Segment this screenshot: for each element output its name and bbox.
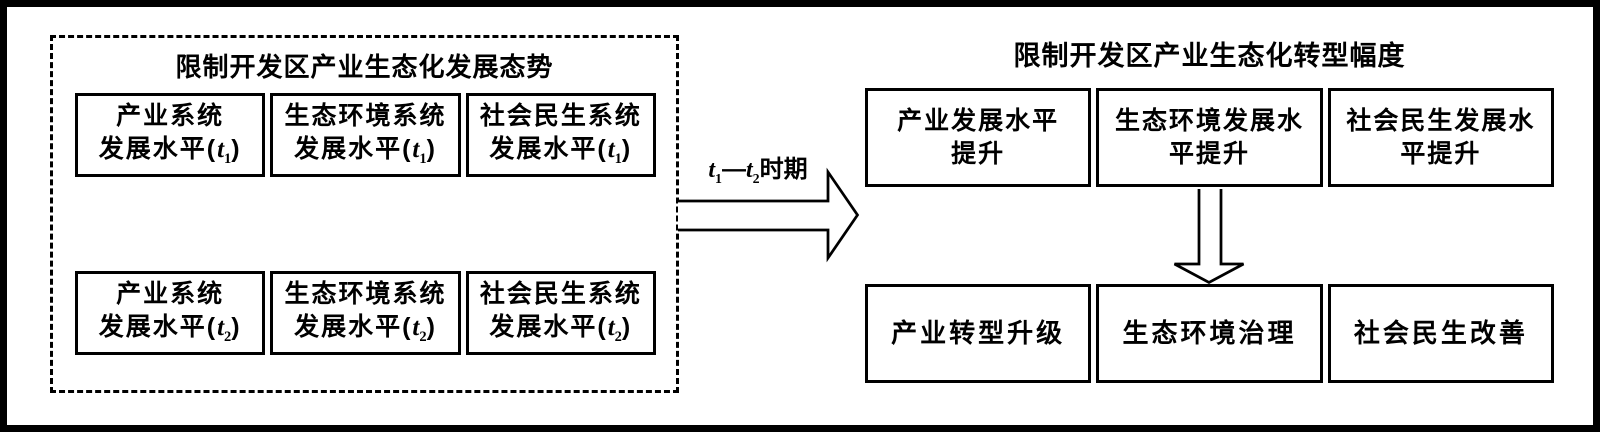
line2-text: 发展水平(: [489, 313, 608, 342]
cell-label: 产业转型升级: [891, 318, 1066, 349]
cell-line2: 发展水平(t1): [294, 133, 437, 169]
cell-line1: 生态环境发展水: [1114, 106, 1304, 135]
cell-line1: 社会民生系统: [479, 280, 642, 309]
cell-industry-level-up: 产业发展水平 提升: [865, 88, 1092, 187]
cell-line2: 发展水平(t1): [489, 133, 632, 169]
cell-line1: 生态环境系统: [284, 280, 447, 309]
cell-social-livelihood-system-t1: 社会民生系统 发展水平(t1): [465, 93, 656, 177]
left-row-t2: 产业系统 发展水平(t2) 生态环境系统 发展水平(t2) 社会民生系统 发展水…: [75, 271, 656, 355]
cell-line1: 产业发展水平: [897, 106, 1060, 135]
line2-text: 发展水平(: [489, 135, 608, 164]
line2-close: ): [621, 135, 633, 164]
line2-close: ): [231, 313, 242, 342]
t-variable: t: [412, 314, 420, 342]
left-row-t1: 产业系统 发展水平(t1) 生态环境系统 发展水平(t1) 社会民生系统 发展水…: [75, 93, 656, 177]
line2-close: ): [426, 135, 437, 164]
cell-line1: 产业系统: [116, 280, 225, 309]
cell-industry-transformation: 产业转型升级: [865, 284, 1092, 383]
cell-line2: 平提升: [1168, 139, 1250, 168]
cell-line1: 社会民生系统: [479, 102, 642, 131]
cell-line2: 发展水平(t2): [489, 311, 632, 347]
cell-eco-environment-level-up: 生态环境发展水 平提升: [1096, 88, 1323, 187]
right-row-outcomes: 产业转型升级 生态环境治理 社会民生改善: [865, 284, 1554, 383]
t-subscript: 2: [614, 329, 622, 346]
t-subscript: 1: [224, 151, 232, 168]
cell-line2: 提升: [951, 139, 1006, 168]
cell-line2: 发展水平(t2): [99, 311, 242, 347]
period-label: t1—t2时期: [678, 156, 838, 187]
cell-line1: 社会民生发展水: [1346, 106, 1536, 135]
t-subscript: 2: [752, 171, 760, 187]
left-panel-title: 限制开发区产业生态化发展态势: [175, 52, 554, 82]
cell-social-livelihood-system-t2: 社会民生系统 发展水平(t2): [465, 271, 656, 355]
line2-text: 发展水平(: [294, 313, 413, 342]
cell-line1: 生态环境系统: [284, 102, 447, 131]
cell-social-livelihood-level-up: 社会民生发展水 平提升: [1327, 88, 1554, 187]
t-variable: t: [607, 136, 615, 164]
line2-close: ): [621, 313, 633, 342]
cell-line1: 产业系统: [116, 102, 225, 131]
line2-text: 发展水平(: [294, 135, 413, 164]
t-variable: t: [217, 136, 225, 164]
cell-eco-environment-system-t1: 生态环境系统 发展水平(t1): [270, 93, 461, 177]
period-suffix: 时期: [759, 156, 808, 183]
line2-close: ): [426, 313, 437, 342]
period-dash: —: [722, 156, 746, 183]
cell-industry-system-t1: 产业系统 发展水平(t1): [75, 93, 266, 177]
t-variable: t: [607, 314, 615, 342]
t-variable: t: [746, 157, 753, 183]
t-subscript: 1: [614, 151, 622, 168]
cell-line2: 平提升: [1400, 139, 1482, 168]
cell-eco-environment-governance: 生态环境治理: [1096, 284, 1323, 383]
t-subscript: 1: [419, 151, 427, 168]
down-block-arrow-icon: [1173, 189, 1245, 285]
line2-text: 发展水平(: [98, 135, 218, 164]
t-subscript: 2: [419, 329, 427, 346]
cell-industry-system-t2: 产业系统 发展水平(t2): [75, 271, 266, 355]
t-variable: t: [217, 314, 225, 342]
cell-social-livelihood-improvement: 社会民生改善: [1327, 284, 1554, 383]
cell-line2: 发展水平(t1): [99, 133, 242, 169]
right-panel-title: 限制开发区产业生态化转型幅度: [1013, 41, 1406, 71]
right-row-improvement: 产业发展水平 提升 生态环境发展水 平提升 社会民生发展水 平提升: [865, 88, 1554, 187]
cell-label: 生态环境治理: [1122, 318, 1297, 349]
t-subscript: 1: [715, 171, 722, 187]
left-dashed-panel: [50, 35, 679, 393]
line2-close: ): [231, 135, 242, 164]
cell-line2: 发展水平(t2): [294, 311, 437, 347]
line2-text: 发展水平(: [98, 313, 218, 342]
right-block-arrow-icon: [678, 167, 860, 263]
t-subscript: 2: [224, 329, 232, 346]
cell-label: 社会民生改善: [1353, 318, 1528, 349]
cell-eco-environment-system-t2: 生态环境系统 发展水平(t2): [270, 271, 461, 355]
t-variable: t: [412, 136, 420, 164]
